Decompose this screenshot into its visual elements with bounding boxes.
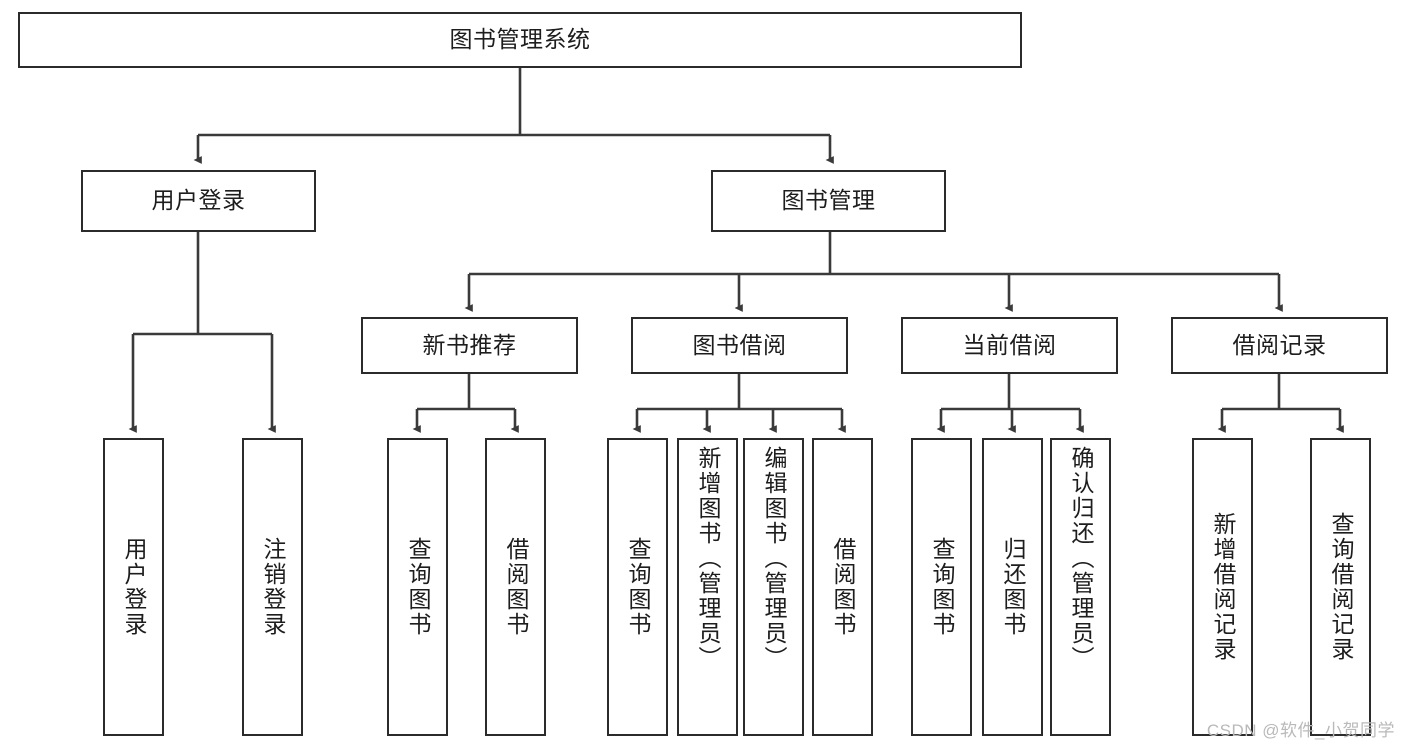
leaf-confirm-return-admin[interactable]: 确认归还（管理员） [1050,438,1111,736]
node-label: 借阅图书 [830,537,856,637]
node-borrow-records[interactable]: 借阅记录 [1171,317,1388,374]
leaf-logout[interactable]: 注销登录 [242,438,303,736]
csdn-watermark: CSDN @软件_小贺同学 [1206,721,1395,740]
node-label: 查询图书 [625,537,651,637]
leaf-query-book-current[interactable]: 查询图书 [911,438,972,736]
node-label: 用户登录 [151,187,246,214]
leaf-query-borrow-record[interactable]: 查询借阅记录 [1310,438,1371,736]
leaf-borrow-book-newbook[interactable]: 借阅图书 [485,438,546,736]
node-label: 确认归还（管理员） [1068,446,1094,671]
node-label: 归还图书 [1000,537,1026,637]
node-label: 新增图书（管理员） [695,446,721,671]
node-user-login[interactable]: 用户登录 [81,170,316,232]
node-label: 图书管理 [781,187,876,214]
leaf-return-book[interactable]: 归还图书 [982,438,1043,736]
node-label: 新书推荐 [422,331,517,358]
node-label: 新增借阅记录 [1210,512,1236,662]
leaf-edit-book-admin[interactable]: 编辑图书（管理员） [743,438,804,736]
leaf-add-borrow-record[interactable]: 新增借阅记录 [1192,438,1253,736]
node-label: 借阅图书 [503,537,529,637]
node-label: 当前借阅 [962,331,1057,358]
node-label: 图书管理系统 [449,26,591,53]
node-label: 注销登录 [260,537,286,637]
leaf-query-book-newbook[interactable]: 查询图书 [387,438,448,736]
leaf-add-book-admin[interactable]: 新增图书（管理员） [677,438,738,736]
node-label: 图书借阅 [692,331,787,358]
node-label: 借阅记录 [1232,331,1327,358]
node-label: 查询图书 [405,537,431,637]
leaf-user-login[interactable]: 用户登录 [103,438,164,736]
node-current-borrow[interactable]: 当前借阅 [901,317,1118,374]
node-book-borrow[interactable]: 图书借阅 [631,317,848,374]
node-label: 查询借阅记录 [1328,512,1354,662]
leaf-query-book-borrow[interactable]: 查询图书 [607,438,668,736]
node-label: 用户登录 [121,537,147,637]
node-root-system[interactable]: 图书管理系统 [18,12,1022,68]
node-label: 查询图书 [929,537,955,637]
node-new-book-recommend[interactable]: 新书推荐 [361,317,578,374]
node-label: 编辑图书（管理员） [761,446,787,671]
node-book-management[interactable]: 图书管理 [711,170,946,232]
leaf-borrow-book[interactable]: 借阅图书 [812,438,873,736]
